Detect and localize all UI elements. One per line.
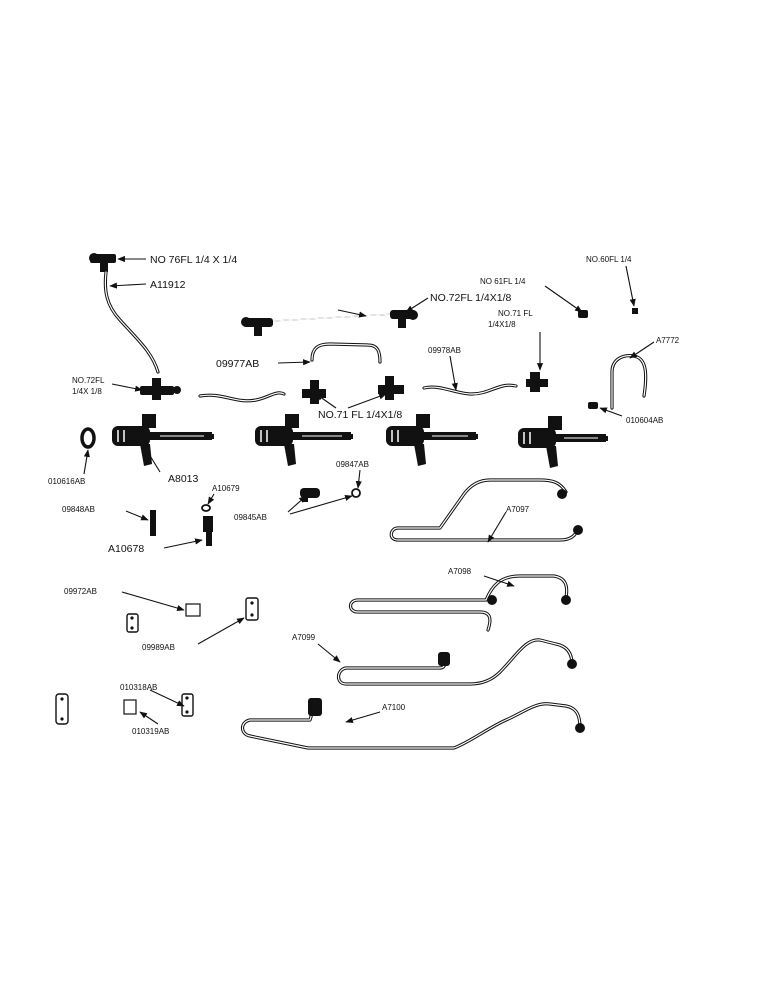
washer-a10679	[201, 504, 211, 512]
label-09972ab: 09972AB	[64, 587, 97, 596]
washer-010604ab	[588, 402, 598, 409]
label-010604ab: 010604AB	[626, 416, 663, 425]
gasket-left-2	[55, 693, 69, 725]
label-no71fl-right-1: NO.71 FL	[498, 309, 533, 318]
label-a7098: A7098	[448, 567, 472, 576]
elbow-fitting-72fl-left	[140, 378, 181, 400]
elbow-fitting-71fl-right	[526, 372, 548, 392]
injector-a8013-3	[386, 414, 478, 466]
label-a7097: A7097	[506, 505, 530, 514]
o-ring-010616ab	[80, 427, 96, 449]
bolt-a10678	[203, 516, 213, 546]
label-a10678: A10678	[108, 543, 144, 555]
label-a11912: A11912	[150, 279, 186, 291]
label-010319ab: 010319AB	[132, 727, 169, 736]
injector-a8013-1	[112, 414, 214, 466]
fitting-72fl-top	[390, 310, 418, 328]
pipe-a7097	[389, 478, 580, 542]
tube-09977ab	[310, 342, 382, 364]
label-no72fl-left-2: 1/4X 1/8	[72, 387, 102, 396]
tee-fitting-71fl-mid-1	[302, 380, 326, 404]
label-a10679: A10679	[212, 484, 240, 493]
label-010616ab: 010616AB	[48, 477, 85, 486]
label-010318ab: 010318AB	[120, 683, 157, 692]
pipe-a7100	[240, 698, 582, 750]
label-no60fl: NO.60FL 1/4	[586, 255, 632, 264]
plate-010319ab	[123, 699, 137, 715]
label-09989ab: 09989AB	[142, 643, 175, 652]
fitting-09845ab	[300, 488, 320, 502]
injector-a8013-4	[518, 416, 608, 468]
gasket-09989ab	[245, 597, 259, 621]
label-09977ab: 09977AB	[216, 358, 259, 370]
label-09847ab: 09847AB	[336, 460, 369, 469]
pipe-a7772	[610, 354, 648, 410]
nut-60fl	[632, 308, 638, 314]
gasket-010318ab	[181, 693, 194, 717]
label-a7772: A7772	[656, 336, 680, 345]
pipe-a7098	[348, 574, 569, 632]
label-09845ab: 09845AB	[234, 513, 267, 522]
label-09848ab: 09848AB	[62, 505, 95, 514]
label-no71fl-mid: NO.71 FL 1/4X1/8	[318, 409, 402, 421]
label-no61fl: NO 61FL 1/4	[480, 277, 526, 286]
label-no72fl-left-1: NO.72FL	[72, 376, 105, 385]
label-a8013: A8013	[168, 473, 199, 485]
pipe-a7099	[336, 638, 574, 686]
fitting-a2016z-left	[241, 317, 273, 336]
label-a7099: A7099	[292, 633, 316, 642]
tee-fitting-76fl	[89, 253, 116, 272]
tube-connect-1	[198, 391, 286, 403]
label-no76fl: NO 76FL 1/4 X 1/4	[150, 254, 237, 266]
gasket-left-1	[126, 613, 139, 633]
label-a7100: A7100	[382, 703, 406, 712]
label-no71fl-right-2: 1/4X1/8	[488, 320, 516, 329]
injector-a8013-2	[255, 414, 353, 466]
label-09978ab: 09978AB	[428, 346, 461, 355]
tee-fitting-71fl-mid-2	[378, 376, 404, 400]
pin-09848ab	[150, 510, 156, 536]
nut-61fl	[578, 310, 588, 318]
washer-09847ab	[351, 488, 361, 498]
label-no72fl-top: NO.72FL 1/4X1/8	[430, 292, 511, 304]
plate-09972ab	[185, 603, 201, 617]
